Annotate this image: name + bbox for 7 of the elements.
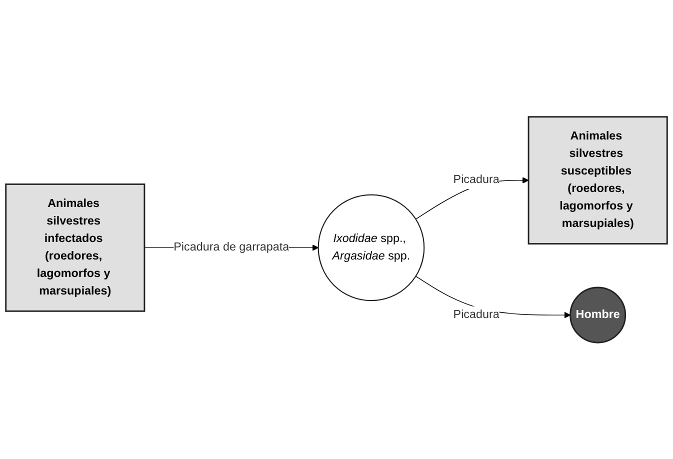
edge-label: Picadura de garrapata: [174, 240, 290, 254]
node-circle: Ixodidae spp., Argasidae spp.: [318, 194, 425, 301]
edge-label: Picadura: [453, 308, 500, 321]
node-box: Animales silvestres susceptibles (roedores, lagomorfos y marsupiales): [528, 116, 668, 244]
node-circle: Hombre: [570, 286, 626, 344]
node-box: Animales silvestres infectados (roedores, lagomorfos y marsupiales): [5, 183, 146, 312]
edge-label: Picadura: [453, 174, 500, 186]
